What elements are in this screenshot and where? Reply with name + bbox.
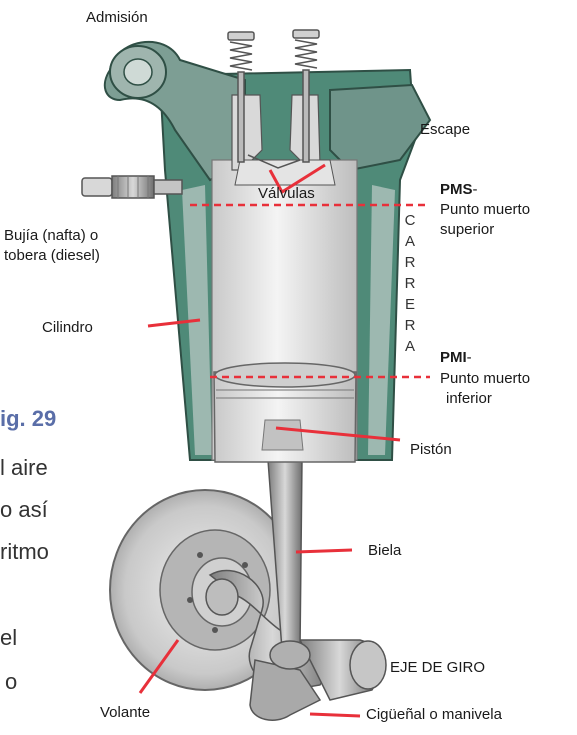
label-pmi-desc-1: Punto muerto	[440, 369, 530, 388]
side-text-line: o	[5, 672, 17, 691]
side-text-line: ritmo	[0, 542, 49, 561]
label-admision: Admisión	[86, 8, 148, 27]
label-cilindro: Cilindro	[42, 318, 93, 337]
label-escape: Escape	[420, 120, 470, 139]
carrera-letter: R	[402, 252, 418, 273]
side-text-line: o así	[0, 500, 48, 519]
pmi-dash: -	[467, 349, 472, 366]
spark-plug	[82, 176, 182, 198]
label-volante: Volante	[100, 703, 150, 722]
label-bujia-line2: tobera (diesel)	[4, 246, 100, 265]
label-ciguenal: Cigüeñal o manivela	[366, 705, 502, 724]
label-bujia-line1: Bujía (nafta) o	[4, 226, 98, 245]
label-carrera: C A R R E R A	[402, 210, 418, 357]
label-piston: Pistón	[410, 440, 452, 459]
label-pmi-desc-2: inferior	[446, 389, 492, 408]
label-biela: Biela	[368, 541, 401, 560]
carrera-letter: E	[402, 294, 418, 315]
pms-abbr: PMS	[440, 181, 473, 198]
side-text-line: el	[0, 628, 17, 647]
side-text-line: l aire	[0, 458, 48, 477]
carrera-letter: R	[402, 315, 418, 336]
pmi-abbr: PMI	[440, 349, 467, 366]
carrera-letter: A	[402, 231, 418, 252]
carrera-letter: A	[402, 336, 418, 357]
label-pms-desc-1: Punto muerto	[440, 200, 530, 219]
carrera-letter: C	[402, 210, 418, 231]
label-pms: PMS-	[440, 180, 478, 199]
carrera-letter: R	[402, 273, 418, 294]
figure-caption: ig. 29	[0, 409, 56, 428]
label-eje-de-giro: EJE DE GIRO	[390, 658, 485, 677]
label-valvulas: Válvulas	[258, 184, 315, 203]
label-pmi: PMI-	[440, 348, 472, 367]
label-pms-desc-2: superior	[440, 220, 494, 239]
pms-dash: -	[473, 181, 478, 198]
